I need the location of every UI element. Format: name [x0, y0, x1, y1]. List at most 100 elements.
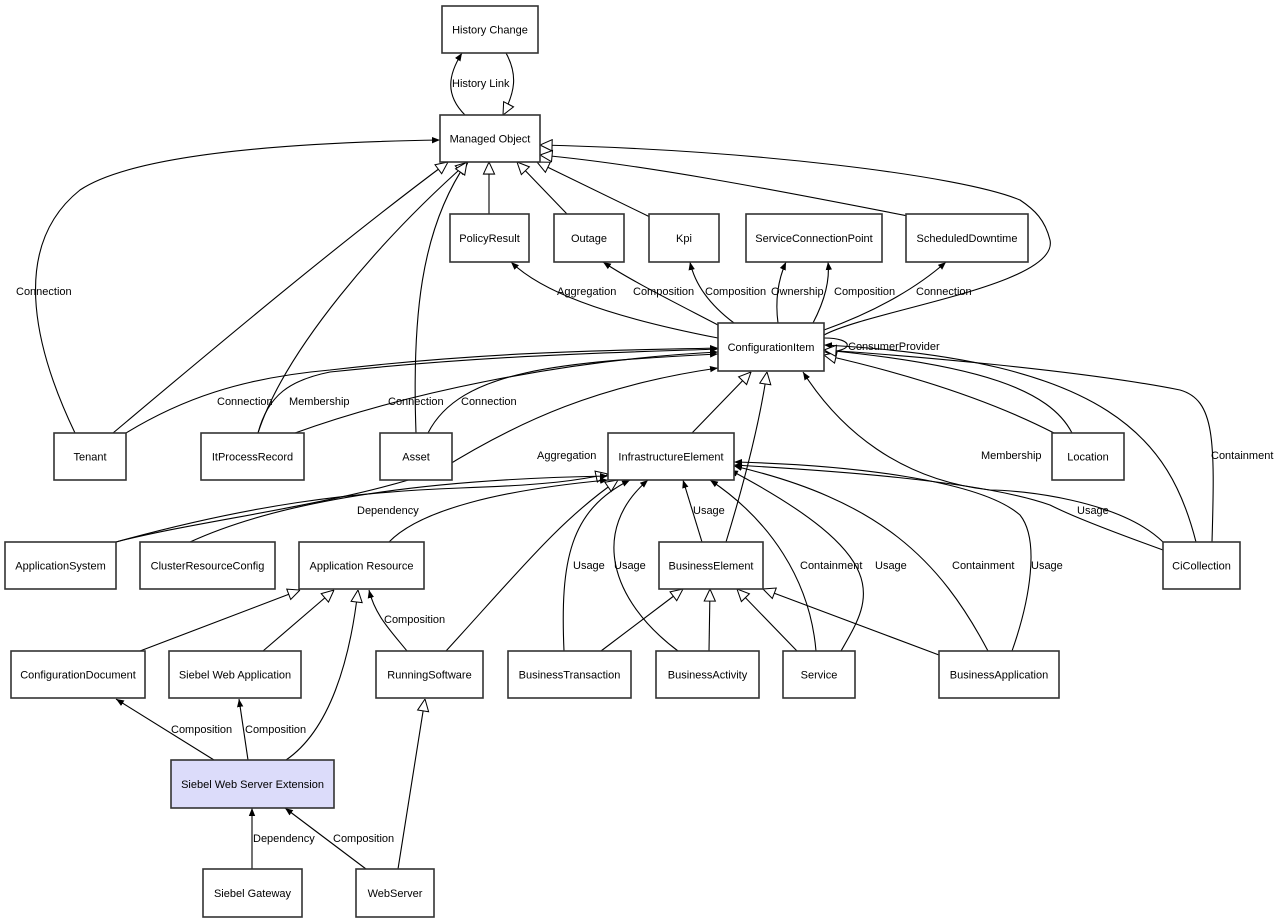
node-box[interactable]: [745, 213, 883, 263]
edge-kpi-to-managed-object: [537, 162, 651, 218]
node-siebel-web-application[interactable]: Siebel Web Application: [168, 650, 302, 699]
generalization-arrow: [691, 372, 751, 434]
node-box[interactable]: [1162, 541, 1241, 590]
edge-label: Membership: [289, 396, 350, 408]
node-label: ConfigurationItem: [728, 342, 815, 354]
node-business-activity[interactable]: BusinessActivity: [655, 650, 760, 699]
node-box[interactable]: [905, 213, 1029, 263]
node-label: Location: [1067, 451, 1109, 463]
node-managed-object[interactable]: Managed Object: [439, 114, 541, 163]
node-asset[interactable]: Asset: [379, 432, 453, 481]
node-running-software[interactable]: RunningSoftware: [375, 650, 484, 699]
node-ci-collection[interactable]: CiCollection: [1162, 541, 1241, 590]
edge-label: Aggregation: [537, 450, 596, 462]
edge-label: Containment: [800, 560, 862, 572]
generalization-arrow: [709, 589, 710, 652]
generalization-arrow: [540, 155, 909, 217]
node-box[interactable]: [10, 650, 146, 699]
edge-label: Aggregation: [557, 286, 616, 298]
node-box[interactable]: [202, 868, 303, 918]
edge-configuration-item-to-scheduled-downtime: [823, 261, 947, 331]
node-box[interactable]: [379, 432, 453, 481]
edge-label: Composition: [245, 724, 306, 736]
node-label: BusinessTransaction: [519, 669, 621, 681]
node-cluster-resource-config[interactable]: ClusterResourceConfig: [139, 541, 276, 590]
node-label: RunningSoftware: [387, 669, 471, 681]
association-arrow: [812, 261, 833, 324]
edge-business-activity-to-infrastructure-element: [613, 479, 679, 652]
node-box[interactable]: [439, 114, 541, 163]
node-box[interactable]: [507, 650, 632, 699]
node-scheduled-downtime[interactable]: ScheduledDowntime: [905, 213, 1029, 263]
node-box[interactable]: [658, 541, 764, 590]
node-tenant[interactable]: Tenant: [53, 432, 127, 481]
node-business-application[interactable]: BusinessApplication: [938, 650, 1060, 699]
node-scp[interactable]: ServiceConnectionPoint: [745, 213, 883, 263]
edge-business-transaction-to-business-element: [600, 589, 683, 652]
edge-tenant-to-managed-object: [34, 136, 441, 434]
node-web-server[interactable]: WebServer: [355, 868, 435, 918]
edge-business-application-to-infrastructure-element: [733, 464, 989, 652]
edge-ci-collection-to-infrastructure-element: [733, 462, 1164, 551]
node-location[interactable]: Location: [1051, 432, 1125, 481]
node-application-system[interactable]: ApplicationSystem: [4, 541, 117, 590]
association-arrow: [115, 698, 215, 761]
node-label: Siebel Web Application: [179, 669, 291, 681]
node-siebel-gateway[interactable]: Siebel Gateway: [202, 868, 303, 918]
node-box[interactable]: [449, 213, 530, 263]
node-box[interactable]: [355, 868, 435, 918]
edge-running-software-to-application-resource: [367, 589, 408, 652]
node-box[interactable]: [53, 432, 127, 481]
node-business-transaction[interactable]: BusinessTransaction: [507, 650, 632, 699]
node-box[interactable]: [4, 541, 117, 590]
edge-label: Composition: [171, 724, 232, 736]
node-infrastructure-element[interactable]: InfrastructureElement: [607, 432, 735, 481]
node-configuration-document[interactable]: ConfigurationDocument: [10, 650, 146, 699]
node-box[interactable]: [298, 541, 425, 590]
association-arrow: [733, 464, 989, 652]
node-box[interactable]: [441, 5, 539, 54]
edge-cluster-resource-config-to-infrastructure-element: [189, 472, 609, 543]
node-history-change[interactable]: History Change: [441, 5, 539, 54]
node-service[interactable]: Service: [782, 650, 856, 699]
node-policy-result[interactable]: PolicyResult: [449, 213, 530, 263]
edge-label: Usage: [875, 560, 907, 572]
node-label: ApplicationSystem: [15, 560, 106, 572]
generalization-arrow: [115, 474, 608, 543]
node-it-process-record[interactable]: ItProcessRecord: [200, 432, 305, 481]
node-outage[interactable]: Outage: [553, 213, 625, 263]
node-box[interactable]: [607, 432, 735, 481]
node-configuration-item[interactable]: ConfigurationItem: [717, 322, 825, 372]
node-business-element[interactable]: BusinessElement: [658, 541, 764, 590]
node-box[interactable]: [655, 650, 760, 699]
node-box[interactable]: [717, 322, 825, 372]
node-kpi[interactable]: Kpi: [648, 213, 720, 263]
node-box[interactable]: [782, 650, 856, 699]
node-box[interactable]: [553, 213, 625, 263]
edge-service-to-infrastructure-element: [729, 469, 865, 652]
generalization-arrow: [445, 480, 618, 652]
node-box[interactable]: [375, 650, 484, 699]
edge-siebel-web-application-to-application-resource: [262, 590, 334, 652]
generalization-arrow: [139, 590, 300, 652]
node-box[interactable]: [170, 759, 335, 809]
node-siebel-web-server-extension[interactable]: Siebel Web Server Extension: [170, 759, 335, 809]
node-box[interactable]: [139, 541, 276, 590]
generalization-arrow: [737, 589, 798, 652]
edge-label: Connection: [16, 286, 72, 298]
edge-label: ConsumerProvider: [848, 341, 940, 353]
edge-label: Membership: [981, 450, 1042, 462]
node-application-resource[interactable]: Application Resource: [298, 541, 425, 590]
node-box[interactable]: [938, 650, 1060, 699]
node-box[interactable]: [168, 650, 302, 699]
edge-configuration-document-to-application-resource: [139, 590, 300, 652]
edge-label: Composition: [384, 614, 445, 626]
node-box[interactable]: [1051, 432, 1125, 481]
node-label: History Change: [452, 24, 528, 36]
generalization-arrow: [414, 162, 467, 434]
node-box[interactable]: [648, 213, 720, 263]
node-box[interactable]: [200, 432, 305, 481]
node-label: ItProcessRecord: [212, 451, 293, 463]
edge-ci-collection-to-configuration-item: [823, 342, 1197, 543]
association-arrow: [125, 345, 719, 434]
